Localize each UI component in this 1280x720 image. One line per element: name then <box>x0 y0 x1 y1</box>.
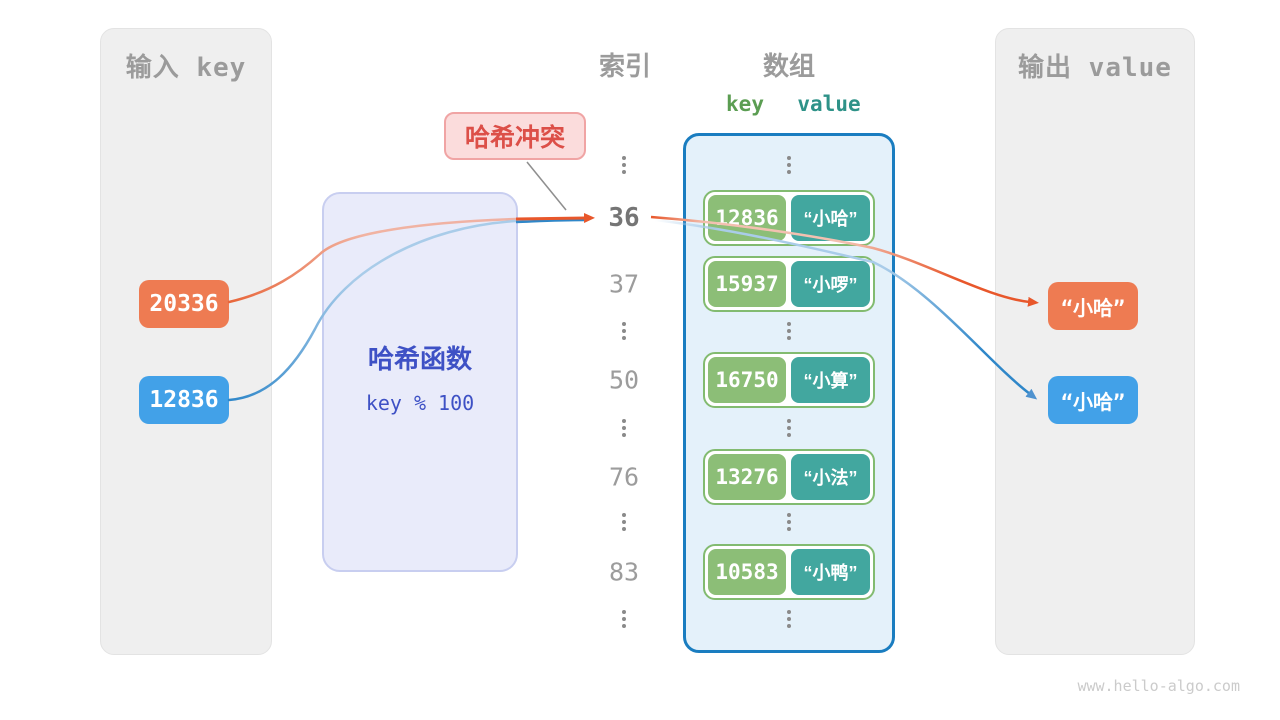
input-key-12836: 12836 <box>139 376 229 424</box>
output-panel: 输出 value <box>995 28 1195 655</box>
value-column-label: value <box>797 92 861 116</box>
output-value-orange: “小哈” <box>1048 282 1138 330</box>
index-83: 83 <box>608 557 640 587</box>
ellipsis-dots <box>787 419 791 437</box>
ellipsis-dots <box>787 322 791 340</box>
array-value-cell: “小鸭” <box>791 549 870 595</box>
key-column-label: key <box>726 92 764 116</box>
index-50: 50 <box>608 365 640 395</box>
array-key-cell: 16750 <box>708 357 786 403</box>
array-key-cell: 10583 <box>708 549 786 595</box>
array-row-76: 13276 “小法” <box>703 449 875 505</box>
index-76: 76 <box>608 462 640 492</box>
array-key-cell: 15937 <box>708 261 786 307</box>
ellipsis-dots <box>622 156 626 174</box>
ellipsis-dots <box>622 610 626 628</box>
array-row-37: 15937 “小啰” <box>703 256 875 312</box>
ellipsis-dots <box>787 610 791 628</box>
hash-to-index-blue <box>515 218 585 224</box>
ellipsis-dots <box>787 513 791 531</box>
hash-function-title: 哈希函数 <box>367 344 472 374</box>
ellipsis-dots <box>787 156 791 174</box>
collision-pointer-line <box>526 161 567 211</box>
array-row-36: 12836 “小哈” <box>703 190 875 246</box>
ellipsis-dots <box>622 419 626 437</box>
array-value-cell: “小法” <box>791 454 870 500</box>
ellipsis-dots <box>622 513 626 531</box>
hash-to-index-arrow <box>515 213 595 224</box>
watermark: www.hello-algo.com <box>1077 677 1240 695</box>
array-key-cell: 12836 <box>708 195 786 241</box>
array-key-cell: 13276 <box>708 454 786 500</box>
hash-function-formula: key % 100 <box>365 391 475 415</box>
array-value-cell: “小啰” <box>791 261 870 307</box>
hash-collision-label: 哈希冲突 <box>444 112 586 160</box>
input-panel-title: 输入 key <box>125 53 247 83</box>
array-column-header: 数组 <box>762 52 816 82</box>
array-value-cell: “小算” <box>791 357 870 403</box>
index-37: 37 <box>608 269 640 299</box>
array-value-cell: “小哈” <box>791 195 870 241</box>
output-value-blue: “小哈” <box>1048 376 1138 424</box>
index-36: 36 <box>608 203 640 233</box>
array-row-50: 16750 “小算” <box>703 352 875 408</box>
ellipsis-dots <box>622 322 626 340</box>
output-panel-title: 输出 value <box>1018 53 1172 83</box>
hash-function-box: 哈希函数 key % 100 <box>322 192 518 572</box>
input-key-20336: 20336 <box>139 280 229 328</box>
input-panel: 输入 key <box>100 28 272 655</box>
index-column-header: 索引 <box>598 52 652 82</box>
array-row-83: 10583 “小鸭” <box>703 544 875 600</box>
